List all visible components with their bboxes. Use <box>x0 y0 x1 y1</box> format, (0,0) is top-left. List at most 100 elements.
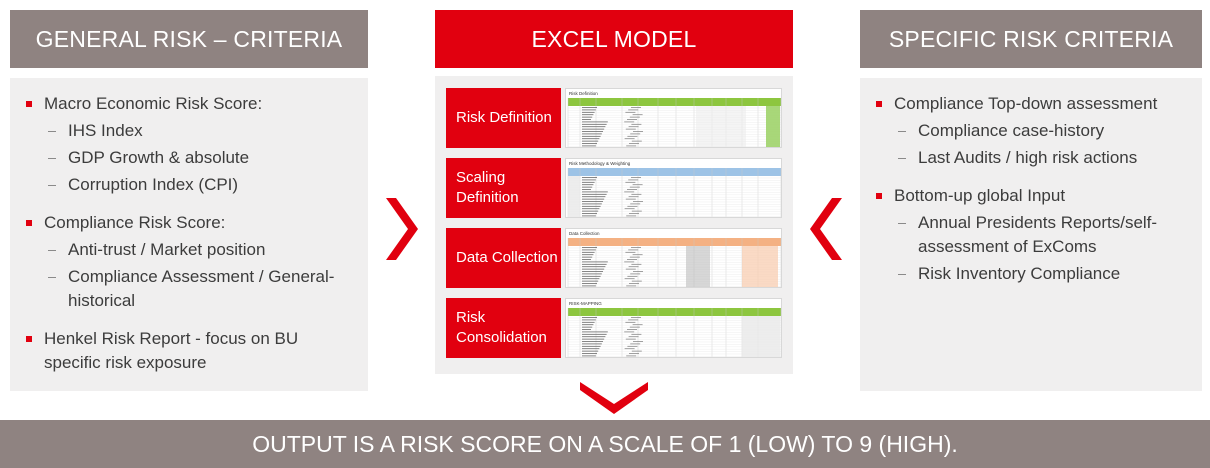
risk-consolidation-thumbnail: RISK-MAPPING <box>565 298 782 358</box>
general-item-label: Henkel Risk Report - focus on BU specifi… <box>44 329 299 372</box>
sheet-cell-text <box>627 119 637 120</box>
general-sublist: IHS Index GDP Growth & absolute Corrupti… <box>44 119 356 197</box>
sheet-cell-text <box>582 135 601 137</box>
sheet-cell-text <box>582 268 605 270</box>
sheet-cell-text <box>582 198 605 200</box>
sheet-cell-text <box>624 121 635 123</box>
sheet-cell-text <box>582 273 602 275</box>
sheet-cell-text <box>625 111 636 113</box>
sheet-cell-text <box>582 283 597 284</box>
sheet-cell-text <box>582 123 607 125</box>
sheet-cell-text <box>628 126 639 128</box>
sheet-cell-text <box>582 116 593 118</box>
general-item-label: Compliance Risk Score: <box>44 213 226 232</box>
sheet-shaded-block <box>696 106 746 147</box>
general-risk-panel <box>10 78 368 391</box>
specific-risk-list: Compliance Top-down assessment Complianc… <box>876 92 1194 300</box>
sheet-cell-text <box>626 355 637 357</box>
excel-model-title: EXCEL MODEL <box>531 25 697 52</box>
sheet-cell-text <box>582 249 596 251</box>
sheet-cell-text <box>632 114 643 116</box>
sheet-cell-text <box>632 324 643 326</box>
sheet-title: Data Collection <box>569 231 600 236</box>
general-risk-title: GENERAL RISK – CRITERIA <box>35 25 343 52</box>
step-label-text: Risk Definition <box>456 109 552 126</box>
sheet-cell-text <box>628 109 639 111</box>
sheet-cell-text <box>582 326 593 328</box>
sheet-cell-text <box>582 271 603 272</box>
scaling-definition-thumbnail: Risk Methodology & Weighting <box>565 158 782 218</box>
sheet-cell-text <box>582 247 597 248</box>
sheet-cell-text <box>631 280 642 282</box>
sheet-cell-text <box>629 326 640 328</box>
sheet-cell-text <box>582 119 591 120</box>
sheet-cell-text <box>582 114 594 116</box>
sheet-title: Risk Methodology & Weighting <box>569 161 631 166</box>
step-risk-consolidation: Risk Consolidation <box>446 298 561 358</box>
general-item: Henkel Risk Report - focus on BU specifi… <box>26 327 356 375</box>
sheet-cell-text <box>582 186 593 188</box>
sheet-cell-text <box>582 348 600 350</box>
sheet-cell-text <box>624 191 635 193</box>
output-banner: OUTPUT IS A RISK SCORE ON A SCALE OF 1 (… <box>0 420 1210 468</box>
sheet-cell-text <box>631 317 641 318</box>
sheet-shaded-block <box>686 246 710 287</box>
sheet-cell-text <box>582 261 608 263</box>
sheet-cell-text <box>629 186 640 188</box>
sheet-cell-text <box>625 251 636 253</box>
sheet-header-band <box>568 238 781 246</box>
general-subitem: Corruption Index (CPI) <box>44 173 356 197</box>
sheet-cell-text <box>632 254 643 256</box>
sheet-highlight-column <box>742 246 778 287</box>
sheet-cell-text <box>624 208 635 210</box>
sheet-cell-text <box>582 331 608 333</box>
sheet-cell-text <box>582 131 603 132</box>
sheet-cell-text <box>582 196 606 198</box>
general-subitem: Anti-trust / Market position <box>44 238 356 262</box>
sheet-cell-text <box>629 283 639 284</box>
sheet-cell-text <box>629 143 639 144</box>
sheet-cell-text <box>630 133 641 135</box>
sheet-cell-text <box>624 348 635 350</box>
step-label-text: Scaling Definition <box>456 169 519 206</box>
sheet-cell-text <box>630 273 641 275</box>
sheet-cell-text <box>582 208 600 210</box>
step-label-text: Data Collection <box>456 249 558 266</box>
specific-subitem: Compliance case-history <box>894 119 1194 143</box>
specific-item: Bottom-up global Input Annual Presidents… <box>876 184 1194 286</box>
sheet-cell-text <box>631 263 642 265</box>
specific-sublist: Compliance case-history Last Audits / hi… <box>894 119 1194 170</box>
specific-subitem: Last Audits / high risk actions <box>894 146 1194 170</box>
sheet-header-band <box>568 308 781 316</box>
chevron-down-icon <box>580 382 648 414</box>
sheet-cell-text <box>625 338 636 340</box>
sheet-cell-text <box>582 254 594 256</box>
sheet-cell-text <box>624 331 635 333</box>
step-scaling-definition: Scaling Definition <box>446 158 561 218</box>
step-data-collection: Data Collection <box>446 228 561 288</box>
general-sublist: Anti-trust / Market position Compliance … <box>44 238 356 313</box>
sheet-cell-text <box>582 179 596 181</box>
data-collection-thumbnail: Data Collection <box>565 228 782 288</box>
sheet-cell-text <box>582 189 591 190</box>
sheet-cell-text <box>629 116 640 118</box>
sheet-cell-text <box>582 205 601 207</box>
sheet-cell-text <box>631 177 641 178</box>
sheet-cell-text <box>582 133 602 135</box>
sheet-cell-text <box>627 189 637 190</box>
general-subitem: GDP Growth & absolute <box>44 146 356 170</box>
sheet-cell-text <box>631 333 642 335</box>
sheet-cell-text <box>625 198 636 200</box>
sheet-cell-text <box>627 275 638 277</box>
sheet-cell-text <box>632 184 643 186</box>
specific-risk-title: SPECIFIC RISK CRITERIA <box>888 25 1174 52</box>
sheet-cell-text <box>631 107 641 108</box>
sheet-cell-text <box>631 210 642 212</box>
sheet-cell-text <box>627 205 638 207</box>
sheet-cell-text <box>628 336 639 338</box>
sheet-cell-text <box>633 341 643 342</box>
sheet-header-band <box>568 98 781 106</box>
sheet-cell-text <box>582 319 596 321</box>
spreadsheet-thumbnail: Risk Definition <box>567 91 781 147</box>
step-risk-definition: Risk Definition <box>446 88 561 148</box>
